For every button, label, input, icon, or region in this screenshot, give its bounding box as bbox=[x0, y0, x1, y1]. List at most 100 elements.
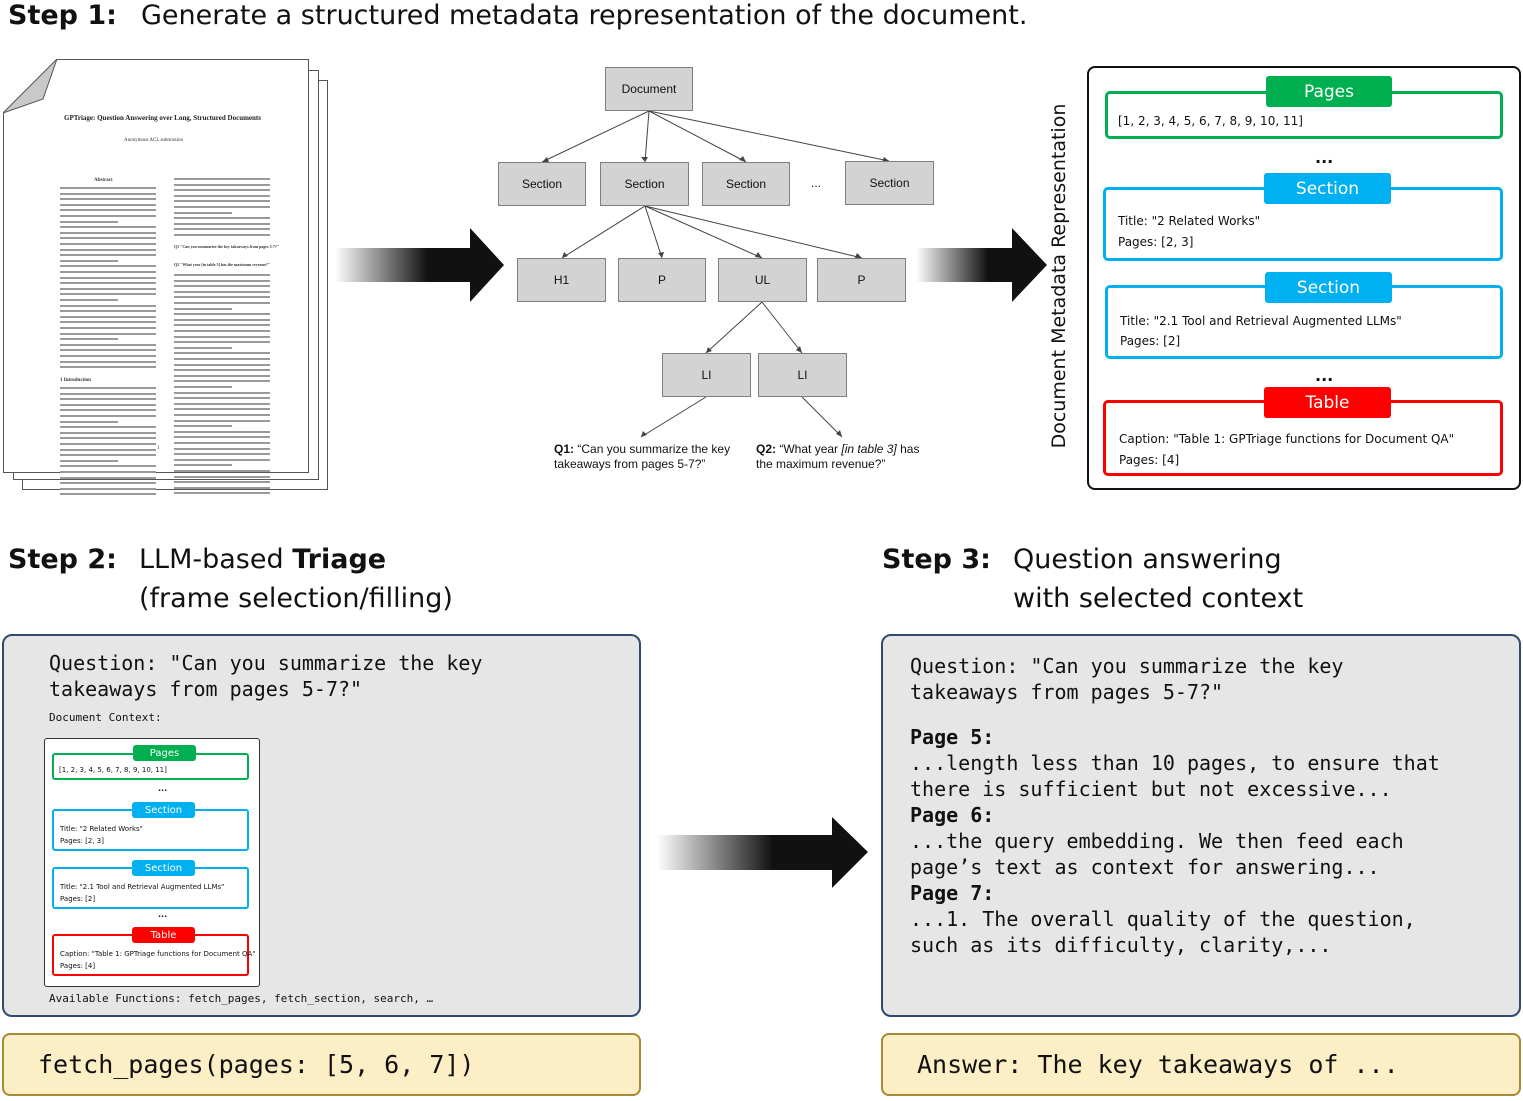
arrow-paper-to-tree bbox=[335, 228, 504, 302]
paper-text-line bbox=[60, 343, 156, 346]
paper-text-line bbox=[174, 318, 270, 321]
paper-text-line bbox=[174, 313, 270, 316]
metadata-table-pages: Pages: [4] bbox=[1119, 453, 1180, 467]
metadata-section-pages: Pages: [2, 3] bbox=[1118, 235, 1194, 249]
paper-q1: Q1 "Can you summarize the key takeaways … bbox=[174, 244, 280, 249]
paper-text-line bbox=[60, 304, 156, 307]
paper-text-line bbox=[174, 330, 270, 332]
paper-text-line bbox=[174, 447, 270, 450]
step2-context-label: Document Context: bbox=[49, 711, 162, 724]
paper-text-line bbox=[60, 392, 156, 395]
paper-text-line bbox=[60, 299, 118, 301]
tree-question-1: Q1: “Can you summarize the key takeaways… bbox=[554, 442, 731, 471]
paper-text-line bbox=[174, 419, 270, 422]
paper-text-line bbox=[174, 380, 270, 383]
paper-text-line bbox=[174, 492, 270, 495]
step3-page7-text: such as its difficulty, clarity,... bbox=[910, 933, 1332, 957]
paper-text-line bbox=[174, 341, 270, 344]
paper-text-line bbox=[60, 493, 156, 496]
step3-page7-text: ...1. The overall quality of the questio… bbox=[910, 907, 1416, 931]
context-section-pages: Pages: [2] bbox=[60, 895, 96, 903]
paper-intro-heading: 1 Introduction bbox=[60, 378, 91, 383]
paper-text-line bbox=[60, 271, 156, 273]
step3-page7-label: Page 7: bbox=[910, 881, 995, 905]
step3-output: Answer: The key takeaways of ... bbox=[917, 1050, 1399, 1079]
step2-prompt-box: Question: "Can you summarize the key tak… bbox=[2, 634, 641, 1017]
paper-text-line bbox=[174, 324, 270, 327]
step3-page6-text: page’s text as context for answering... bbox=[910, 855, 1380, 879]
step3-page5-text: there is sufficient but not excessive... bbox=[910, 777, 1392, 801]
paper-text-line bbox=[60, 349, 156, 352]
metadata-section-tag: Section bbox=[1264, 173, 1391, 204]
step3-output-box: Answer: The key takeaways of ... bbox=[881, 1033, 1521, 1096]
tree-node-li: LI bbox=[662, 353, 751, 397]
paper-text-line bbox=[60, 203, 156, 206]
paper-title: GPTriage: Question Answering over Long, … bbox=[64, 114, 261, 122]
paper-text-line bbox=[174, 200, 270, 203]
paper-text-line bbox=[60, 259, 118, 262]
tree-question-2: Q2: “What year [in table 3] has the maxi… bbox=[756, 442, 920, 471]
paper-text-line bbox=[60, 187, 156, 189]
paper-text-line bbox=[60, 403, 156, 406]
context-table-tag: Table bbox=[132, 927, 195, 943]
paper-text-line bbox=[174, 425, 232, 428]
paper-text-line bbox=[60, 237, 156, 240]
paper-text-line bbox=[60, 437, 156, 440]
paper-text-line bbox=[174, 194, 270, 197]
step2-question: Question: "Can you summarize the key tak… bbox=[49, 651, 483, 701]
paper-text-line bbox=[60, 192, 156, 195]
step3-title: Question answering with selected context bbox=[1013, 544, 1304, 614]
context-section-title: Title: "2 Related Works" bbox=[60, 825, 143, 833]
tree-node-document: Document bbox=[605, 67, 693, 111]
paper-text-line bbox=[174, 430, 270, 433]
tree-edges bbox=[541, 110, 890, 438]
paper-text-line bbox=[60, 409, 156, 412]
paper-text-line bbox=[174, 296, 270, 299]
metadata-section-tag: Section bbox=[1265, 272, 1392, 303]
paper-text-line bbox=[174, 486, 270, 489]
step3-body: Question: "Can you summarize the key tak… bbox=[910, 653, 1440, 958]
metadata-panel: [1, 2, 3, 4, 5, 6, 7, 8, 9, 10, 11] Page… bbox=[1087, 66, 1521, 490]
metadata-pages-list: [1, 2, 3, 4, 5, 6, 7, 8, 9, 10, 11] bbox=[1118, 114, 1303, 128]
paper-text-line bbox=[174, 386, 232, 388]
paper-text-line bbox=[60, 231, 156, 234]
paper-text-line bbox=[174, 279, 270, 282]
paper-text-line bbox=[174, 189, 270, 192]
paper-text-line bbox=[174, 290, 270, 293]
paper-text-line bbox=[174, 397, 270, 400]
context-table-caption: Caption: "Table 1: GPTriage functions fo… bbox=[60, 950, 256, 958]
page-fold-icon bbox=[3, 59, 58, 114]
metadata-pages-tag: Pages bbox=[1266, 76, 1392, 107]
paper-text-line bbox=[174, 363, 270, 366]
paper-text-line bbox=[60, 293, 156, 296]
paper-text-line bbox=[60, 471, 156, 473]
step2-title: LLM-based Triage (frame selection/fillin… bbox=[139, 544, 453, 614]
tree-node-p: P bbox=[817, 258, 906, 302]
paper-text-line bbox=[60, 415, 156, 417]
metadata-vertical-label: Document Metadata Representation bbox=[1048, 103, 1070, 449]
context-section-pages: Pages: [2, 3] bbox=[60, 837, 104, 845]
paper-text-line bbox=[174, 391, 270, 394]
step1-title: Generate a structured metadata represent… bbox=[141, 0, 1028, 31]
step3-question-line: takeaways from pages 5-7?" bbox=[910, 680, 1224, 704]
step2-available-functions: Available Functions: fetch_pages, fetch_… bbox=[49, 992, 434, 1005]
paper-sheet-front: GPTriage: Question Answering over Long, … bbox=[3, 59, 309, 496]
tree-node-li: LI bbox=[758, 353, 847, 397]
tree-node-section: Section bbox=[702, 162, 790, 206]
tree-arrowheads bbox=[542, 156, 889, 437]
paper-text-line bbox=[60, 487, 156, 490]
paper-text-line bbox=[174, 358, 270, 360]
context-section-tag: Section bbox=[132, 860, 195, 876]
paper-text-line bbox=[60, 482, 156, 485]
paper-q2: Q2 "What year [in table 3] has the maxim… bbox=[174, 262, 270, 267]
paper-text-line bbox=[174, 470, 270, 472]
paper-text-line bbox=[60, 248, 156, 251]
paper-text-line bbox=[60, 287, 156, 290]
paper-text-line bbox=[60, 448, 156, 451]
tree-node-section: Section bbox=[845, 161, 934, 205]
paper-text-line bbox=[174, 234, 270, 236]
paper-text-line bbox=[60, 443, 156, 445]
paper-text-line bbox=[174, 458, 270, 461]
paper-abstract-heading: Abstract bbox=[94, 178, 113, 183]
